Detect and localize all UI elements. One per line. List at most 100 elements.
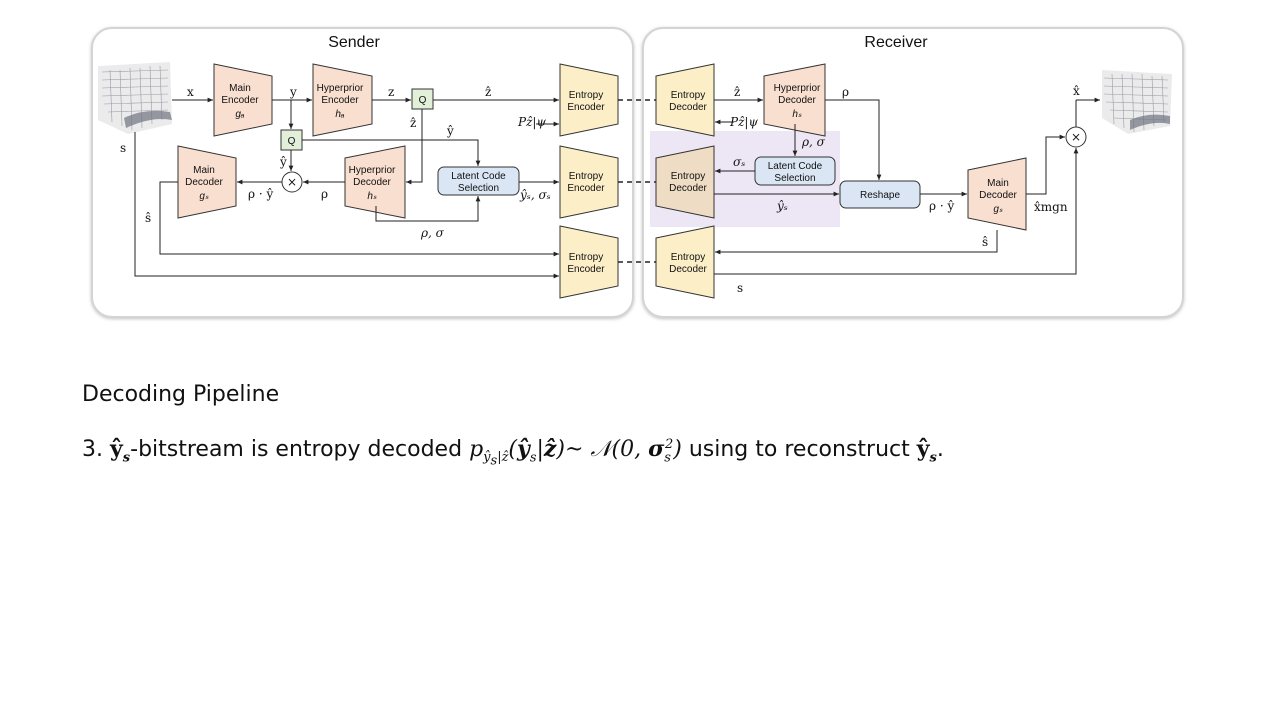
rx-label-s: s bbox=[737, 281, 743, 295]
svg-text:Entropy: Entropy bbox=[569, 171, 603, 182]
svg-text:Selection: Selection bbox=[458, 183, 499, 194]
sender-multiply-node: × bbox=[281, 171, 303, 193]
label-z-hat-down: ẑ bbox=[410, 116, 416, 130]
svg-text:Decoder: Decoder bbox=[353, 177, 391, 188]
receiver-connections bbox=[714, 97, 1100, 275]
rx-label-x-hat: x̂ bbox=[1073, 84, 1080, 98]
quantizer-z: Q bbox=[411, 88, 434, 110]
label-rho-y: ρ · ŷ bbox=[248, 187, 273, 201]
compression-diagram: Sender Receiver Main Encoder bbox=[91, 27, 1184, 318]
entropy-encoder-2: Entropy Encoder bbox=[559, 145, 619, 219]
rx-label-s-hat: ŝ bbox=[982, 235, 988, 249]
bitstream-links bbox=[618, 99, 656, 263]
rx-label-z-hat: ẑ bbox=[734, 85, 740, 99]
svg-text:Entropy: Entropy bbox=[671, 252, 705, 263]
svg-text:Q: Q bbox=[419, 95, 427, 106]
svg-text:Encoder: Encoder bbox=[321, 95, 359, 106]
label-ys-sigma: ŷₛ, σₛ bbox=[519, 188, 551, 202]
rx-label-ys: ŷₛ bbox=[776, 199, 788, 213]
label-z: z bbox=[388, 85, 394, 99]
rx-label-rho-y: ρ · ŷ bbox=[929, 199, 954, 213]
svg-text:Q: Q bbox=[288, 136, 296, 147]
svg-text:Encoder: Encoder bbox=[567, 102, 605, 113]
svg-text:Main: Main bbox=[229, 83, 251, 94]
svg-text:Decoder: Decoder bbox=[979, 190, 1017, 201]
label-y-hat: ŷ bbox=[446, 124, 454, 138]
sender-title: Sender bbox=[328, 34, 380, 51]
svg-text:Hyperprior: Hyperprior bbox=[349, 165, 396, 176]
step-text-1: -bitstream is entropy decoded bbox=[130, 437, 463, 462]
entropy-decoder-1: Entropy Decoder bbox=[655, 63, 715, 137]
receiver-title: Receiver bbox=[864, 34, 928, 51]
step-number: 3. bbox=[82, 437, 103, 462]
svg-text:Latent Code: Latent Code bbox=[451, 171, 506, 182]
quantizer-y: Q bbox=[280, 129, 303, 151]
svg-text:Hyperprior: Hyperprior bbox=[774, 83, 821, 94]
sender-connections bbox=[134, 97, 559, 279]
math-y-hat-s: ŷs bbox=[110, 436, 131, 466]
section-heading: Decoding Pipeline bbox=[82, 382, 280, 407]
label-z-hat: ẑ bbox=[485, 85, 491, 99]
rx-label-sigma-s: σₛ bbox=[733, 155, 745, 169]
label-s-hat: ŝ bbox=[145, 211, 151, 225]
svg-text:Entropy: Entropy bbox=[671, 90, 705, 101]
svg-text:Reshape: Reshape bbox=[860, 190, 900, 201]
svg-text:Main: Main bbox=[987, 178, 1009, 189]
svg-text:Encoder: Encoder bbox=[221, 95, 259, 106]
entropy-decoder-3: Entropy Decoder bbox=[655, 225, 715, 299]
rx-label-rho-sigma: ρ, σ bbox=[801, 135, 826, 149]
math-y-hat-s-2: ŷs bbox=[916, 436, 937, 466]
svg-text:Decoder: Decoder bbox=[669, 264, 707, 275]
label-y: y bbox=[289, 85, 297, 99]
svg-text:hₐ: hₐ bbox=[335, 109, 345, 120]
svg-text:Main: Main bbox=[193, 165, 215, 176]
svg-text:Decoder: Decoder bbox=[669, 102, 707, 113]
step-end: . bbox=[936, 437, 944, 462]
rx-label-rho: ρ bbox=[842, 85, 849, 99]
svg-text:Decoder: Decoder bbox=[185, 177, 223, 188]
svg-text:Selection: Selection bbox=[774, 173, 815, 184]
svg-text:Decoder: Decoder bbox=[778, 95, 816, 106]
label-rho-sigma: ρ, σ bbox=[420, 226, 445, 240]
math-probability: pŷs|ẑ(ŷs|ẑ)~ 𝒩(0, σs2) bbox=[469, 436, 682, 469]
receiver-multiply-node: × bbox=[1065, 126, 1087, 148]
sender-hyperprior-decoder-block: Hyperprior Decoder hₛ bbox=[344, 145, 406, 219]
main-encoder-block: Main Encoder gₐ bbox=[213, 63, 273, 137]
svg-text:×: × bbox=[1071, 130, 1081, 144]
step-text-2: using to reconstruct bbox=[688, 437, 910, 462]
rx-label-p-z: Pẑ|ψ bbox=[729, 115, 758, 129]
svg-text:Decoder: Decoder bbox=[669, 183, 707, 194]
step-description: 3. ŷs-bitstream is entropy decoded pŷs|ẑ… bbox=[82, 436, 944, 469]
sender-main-decoder-block: Main Decoder gₛ bbox=[177, 145, 237, 219]
label-x: x bbox=[187, 85, 194, 99]
svg-text:hₛ: hₛ bbox=[792, 109, 802, 120]
entropy-decoder-2: Entropy Decoder bbox=[655, 145, 715, 219]
label-p-z: Pẑ|ψ bbox=[517, 115, 546, 129]
input-point-cloud bbox=[98, 62, 172, 134]
reshape-block: Reshape bbox=[839, 180, 921, 209]
rx-label-x-mgn: x̂mgn bbox=[1034, 200, 1068, 214]
entropy-encoder-3: Entropy Encoder bbox=[559, 225, 619, 299]
svg-text:gₛ: gₛ bbox=[993, 204, 1003, 215]
svg-text:Entropy: Entropy bbox=[569, 90, 603, 101]
svg-text:Latent Code: Latent Code bbox=[768, 161, 823, 172]
receiver-latent-selection: Latent Code Selection bbox=[754, 156, 836, 186]
label-rho: ρ bbox=[321, 187, 328, 201]
label-y-hat-left: ŷ bbox=[279, 155, 287, 169]
svg-text:×: × bbox=[287, 175, 297, 189]
receiver-main-decoder-block: Main Decoder gₛ bbox=[967, 157, 1027, 231]
svg-text:Encoder: Encoder bbox=[567, 183, 605, 194]
svg-text:gₛ: gₛ bbox=[199, 191, 209, 202]
label-s: s bbox=[120, 141, 126, 155]
svg-text:Encoder: Encoder bbox=[567, 264, 605, 275]
entropy-encoder-1: Entropy Encoder bbox=[559, 63, 619, 137]
svg-text:hₛ: hₛ bbox=[367, 191, 377, 202]
sender-latent-selection: Latent Code Selection bbox=[437, 166, 520, 196]
svg-text:Entropy: Entropy bbox=[569, 252, 603, 263]
svg-text:Entropy: Entropy bbox=[671, 171, 705, 182]
output-point-cloud bbox=[1102, 70, 1172, 134]
svg-text:Hyperprior: Hyperprior bbox=[317, 83, 364, 94]
svg-text:gₐ: gₐ bbox=[235, 109, 245, 120]
hyperprior-encoder-block: Hyperprior Encoder hₐ bbox=[312, 63, 373, 137]
receiver-hyperprior-decoder-block: Hyperprior Decoder hₛ bbox=[763, 63, 826, 137]
